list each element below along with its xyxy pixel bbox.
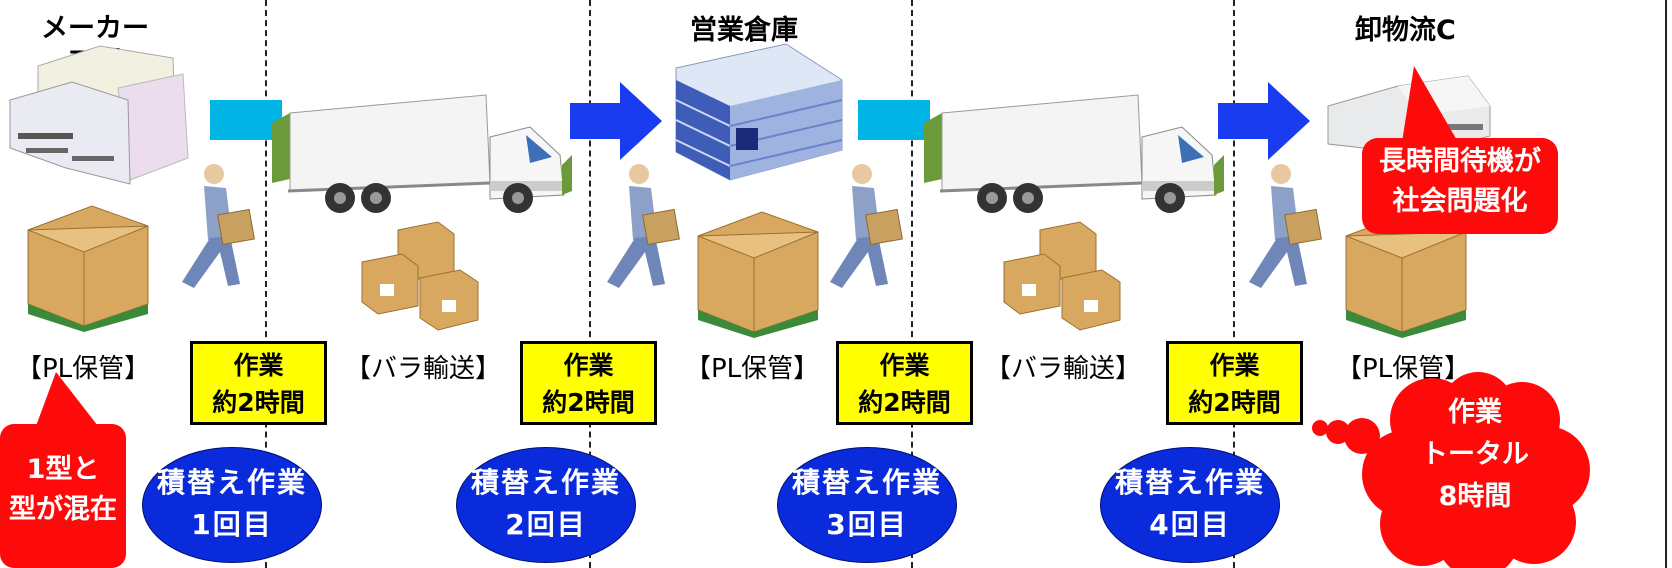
transship-label: 積替え作業 — [1114, 466, 1265, 499]
callout-shape — [0, 372, 126, 568]
transship-ellipse: 積替え作業 1回目 — [142, 447, 322, 563]
callout-line: 1型と — [26, 454, 100, 485]
work-time-value: 約2時間 — [542, 388, 635, 417]
callout-long-waiting: 長時間待機が 社会問題化 — [1362, 142, 1558, 222]
transship-label: 積替え作業 — [156, 466, 307, 499]
cloud-callout-shape — [1312, 372, 1590, 568]
loose-boxes-icon — [361, 221, 479, 331]
callout-total-work: 作業 トータル 8時間 — [1405, 392, 1545, 518]
worker-icon — [830, 164, 903, 288]
transport-rect — [210, 100, 282, 140]
callout-line: 作業 — [1448, 397, 1502, 428]
callout-line: 型が混在 — [9, 494, 117, 525]
callout-line: 社会問題化 — [1392, 186, 1528, 217]
storage-label-bara: 【バラ輸送】 — [345, 354, 502, 384]
storage-label-pl: 【PL保管】 — [16, 354, 151, 384]
work-time-value: 約2時間 — [858, 388, 951, 417]
transship-ellipse: 積替え作業 2回目 — [456, 447, 636, 563]
separator-line — [1233, 0, 1235, 568]
transship-count: 4回目 — [1149, 508, 1231, 541]
transship-ellipse: 積替え作業 3回目 — [777, 447, 957, 563]
transship-count: 3回目 — [826, 508, 908, 541]
work-time-box: 作業 約2時間 — [836, 341, 973, 425]
callout-line: 8時間 — [1438, 481, 1512, 512]
work-time-box: 作業 約2時間 — [190, 341, 327, 425]
location-wholesale-center: 卸物流C — [1355, 15, 1456, 46]
truck-icon — [272, 94, 572, 213]
right-border — [1665, 0, 1667, 568]
transship-ellipse: 積替え作業 4回目 — [1100, 447, 1280, 563]
work-time-box: 作業 約2時間 — [520, 341, 657, 425]
pallet-boxes-icon — [27, 205, 149, 332]
worker-icon — [182, 164, 255, 288]
transship-label: 積替え作業 — [791, 466, 942, 499]
transship-count: 2回目 — [505, 508, 587, 541]
callout-shape — [1362, 66, 1558, 234]
work-time-label: 作業 — [233, 351, 284, 380]
transship-label: 積替え作業 — [470, 466, 621, 499]
separator-line — [911, 0, 913, 568]
transship-count: 1回目 — [191, 508, 273, 541]
warehouse-icon — [675, 43, 843, 181]
arrow-right-icon — [570, 82, 662, 160]
loose-boxes-icon — [1003, 221, 1121, 331]
callout-mixed-types: 1型と 型が混在 — [0, 450, 126, 530]
storage-label-pl: 【PL保管】 — [1336, 354, 1471, 384]
work-time-value: 約2時間 — [1188, 388, 1281, 417]
factory-icon — [9, 45, 189, 185]
storage-label-bara: 【バラ輸送】 — [985, 354, 1142, 384]
separator-line — [589, 0, 591, 568]
truck-icon — [924, 94, 1224, 213]
transport-rect — [858, 100, 930, 140]
worker-icon — [1249, 164, 1322, 288]
pallet-boxes-icon — [697, 211, 819, 338]
pallet-boxes-icon — [1345, 211, 1467, 338]
work-time-label: 作業 — [1209, 351, 1260, 380]
work-time-label: 作業 — [879, 351, 930, 380]
callout-line: トータル — [1421, 439, 1529, 470]
work-time-box: 作業 約2時間 — [1166, 341, 1303, 425]
work-time-value: 約2時間 — [212, 388, 305, 417]
storage-label-pl: 【PL保管】 — [685, 354, 820, 384]
separator-line — [265, 0, 267, 568]
arrow-right-icon — [1218, 82, 1310, 160]
callout-line: 長時間待機が — [1379, 146, 1541, 177]
location-sales-warehouse: 営業倉庫 — [690, 15, 798, 46]
worker-icon — [607, 164, 680, 288]
work-time-label: 作業 — [563, 351, 614, 380]
